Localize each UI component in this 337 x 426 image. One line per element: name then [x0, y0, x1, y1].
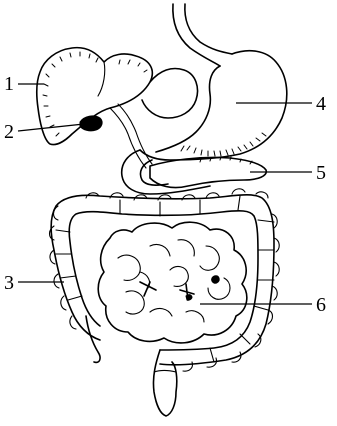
bile-duct [110, 104, 152, 168]
stomach [140, 51, 287, 160]
leader-line-2 [18, 124, 84, 131]
gallbladder [80, 116, 102, 131]
label-5-text: 5 [316, 162, 326, 184]
label-6: 6 [200, 294, 326, 316]
label-2: 2 [4, 121, 84, 143]
large-intestine [50, 189, 280, 416]
label-4-text: 4 [316, 93, 326, 115]
label-1-text: 1 [4, 73, 14, 95]
label-3-text: 3 [4, 272, 14, 294]
label-6-text: 6 [316, 294, 326, 316]
liver-right-lobe [142, 69, 198, 119]
label-4: 4 [236, 93, 326, 115]
small-intestine [98, 222, 247, 343]
label-3: 3 [4, 272, 64, 294]
esophagus [173, 4, 232, 66]
pancreas [150, 157, 266, 188]
label-2-text: 2 [4, 121, 14, 143]
duodenum [122, 150, 210, 194]
